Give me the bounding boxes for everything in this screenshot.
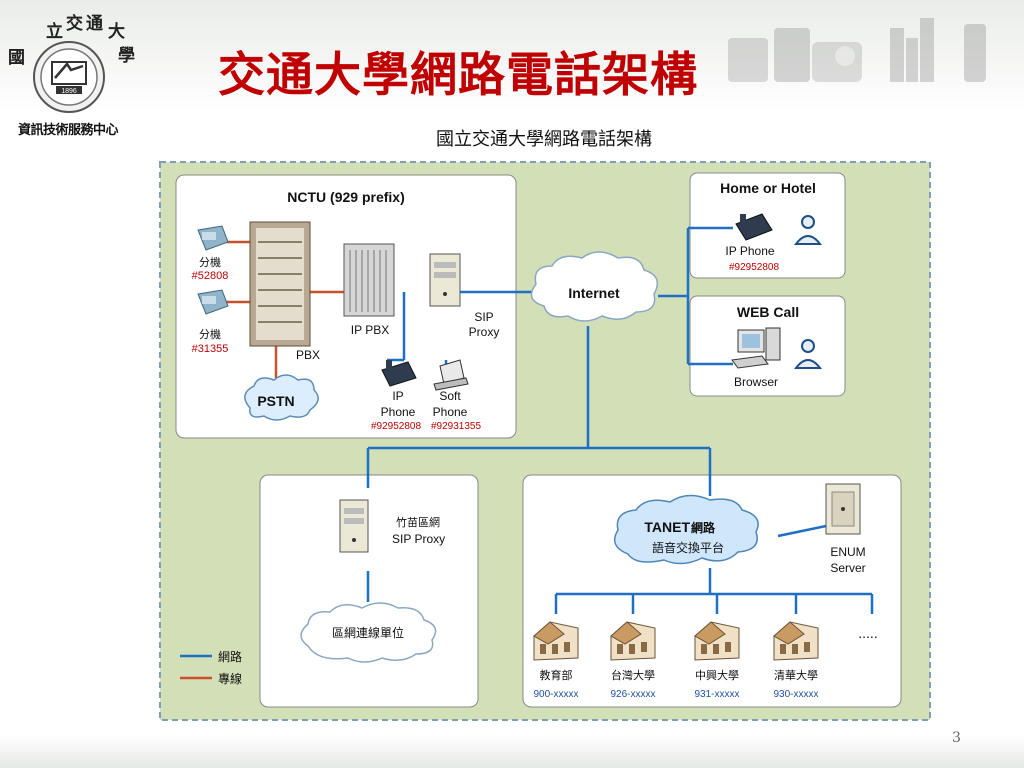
sip-proxy-server-icon xyxy=(429,253,461,307)
network-lines xyxy=(366,226,874,614)
school-name: 中興大學 xyxy=(695,668,739,682)
internet-label: Internet xyxy=(568,285,620,301)
school-buildings: 教育部 900-xxxxx 台灣大學 926-xxxxx 中興大學 931-xxxxx 清華… xyxy=(533,621,819,700)
school-building-icon xyxy=(610,621,656,661)
school-prefix-code: 930-xxxxx xyxy=(773,689,818,700)
seal-char-2: 立 xyxy=(46,22,63,42)
soft-phone-line1: Soft xyxy=(439,389,461,403)
home-ip-phone-number: #92952808 xyxy=(729,262,779,273)
user-icon xyxy=(793,339,823,369)
school-prefix-code: 900-xxxxx xyxy=(533,689,578,700)
decorative-office-icons xyxy=(728,18,986,82)
nctu-title: NCTU (929 prefix) xyxy=(287,189,404,205)
browser-label: Browser xyxy=(734,375,778,389)
seal-char-6: 學 xyxy=(118,46,135,66)
slide-title: 交通大學網路電話架構 xyxy=(218,48,698,103)
desk-phone-icon xyxy=(197,289,229,315)
home-title: Home or Hotel xyxy=(720,180,816,196)
legend-network-label: 網路 xyxy=(218,649,242,664)
page-number: 3 xyxy=(952,730,961,746)
legend-dedicated-label: 專線 xyxy=(218,671,242,686)
ext2-number: #31355 xyxy=(192,343,229,355)
sip-proxy-line2: Proxy xyxy=(469,325,500,339)
school-building-icon xyxy=(694,621,740,661)
regional-cloud-label: 區網連線單位 xyxy=(332,625,404,640)
tanet-cloud-line2: 語音交換平台 xyxy=(652,540,724,555)
ip-phone-number: #92952808 xyxy=(371,421,421,432)
more-schools-ellipsis: ..... xyxy=(858,625,877,641)
tanet-cloud-line1: TANET xyxy=(644,519,690,535)
ip-phone-icon xyxy=(735,213,773,241)
pstn-cloud xyxy=(244,374,319,421)
regional-sip-proxy-server-icon xyxy=(339,499,369,553)
network-diagram: 國立交通大學網路電話架構 NCTU (929 p xyxy=(158,116,931,723)
enum-line1: ENUM xyxy=(830,545,865,559)
school-name: 台灣大學 xyxy=(611,668,655,682)
regional-proxy-line2: SIP Proxy xyxy=(392,532,445,546)
internet-cloud xyxy=(530,251,659,322)
ext2-label: 分機 xyxy=(199,327,221,341)
ip-pbx-label: IP PBX xyxy=(351,323,389,337)
school-prefix-code: 926-xxxxx xyxy=(610,689,655,700)
pbx-rack-icon xyxy=(249,221,311,347)
school-building-icon xyxy=(773,621,819,661)
ip-pbx-chassis-icon xyxy=(343,243,395,317)
school-name: 教育部 xyxy=(540,668,573,682)
desk-phone-icon xyxy=(197,225,229,251)
enum-server-icon xyxy=(825,483,861,535)
seal-year: 1896 xyxy=(61,88,77,95)
school-prefix-code: 931-xxxxx xyxy=(694,689,739,700)
webcall-title: WEB Call xyxy=(737,304,799,320)
sip-proxy-line1: SIP xyxy=(474,310,493,324)
soft-phone-number: #92931355 xyxy=(431,421,481,432)
soft-phone-line2: Phone xyxy=(433,405,468,419)
school-name: 清華大學 xyxy=(774,668,818,682)
seal-char-5: 大 xyxy=(108,22,125,42)
diagram-title: 國立交通大學網路電話架構 xyxy=(436,129,652,150)
laptop-icon xyxy=(433,359,469,391)
ip-phone-line1: IP xyxy=(392,389,403,403)
ext1-number: #52808 xyxy=(192,270,229,282)
footer-band xyxy=(0,735,1024,768)
enum-line2: Server xyxy=(830,561,865,575)
tanet-cloud-line1b: 網路 xyxy=(691,520,716,535)
ip-phone-icon xyxy=(381,360,417,387)
seal-char-4: 通 xyxy=(86,14,103,34)
user-icon xyxy=(793,215,823,245)
regional-proxy-line1: 竹苗區網 xyxy=(396,515,440,529)
pbx-label: PBX xyxy=(296,348,320,362)
department-label: 資訊技術服務中心 xyxy=(18,123,119,138)
header-band xyxy=(0,0,1024,112)
seal-char-1: 國 xyxy=(8,48,25,68)
seal-char-3: 交 xyxy=(66,14,83,34)
desktop-computer-icon xyxy=(731,327,781,369)
regional-cloud xyxy=(300,602,437,663)
ext1-label: 分機 xyxy=(199,255,221,269)
pstn-label: PSTN xyxy=(257,393,294,409)
school-building-icon xyxy=(533,621,579,661)
university-seal-logo: 1896 xyxy=(33,41,105,113)
tanet-cloud xyxy=(613,494,759,565)
home-ip-phone-label: IP Phone xyxy=(725,244,774,258)
ip-phone-line2: Phone xyxy=(381,405,416,419)
